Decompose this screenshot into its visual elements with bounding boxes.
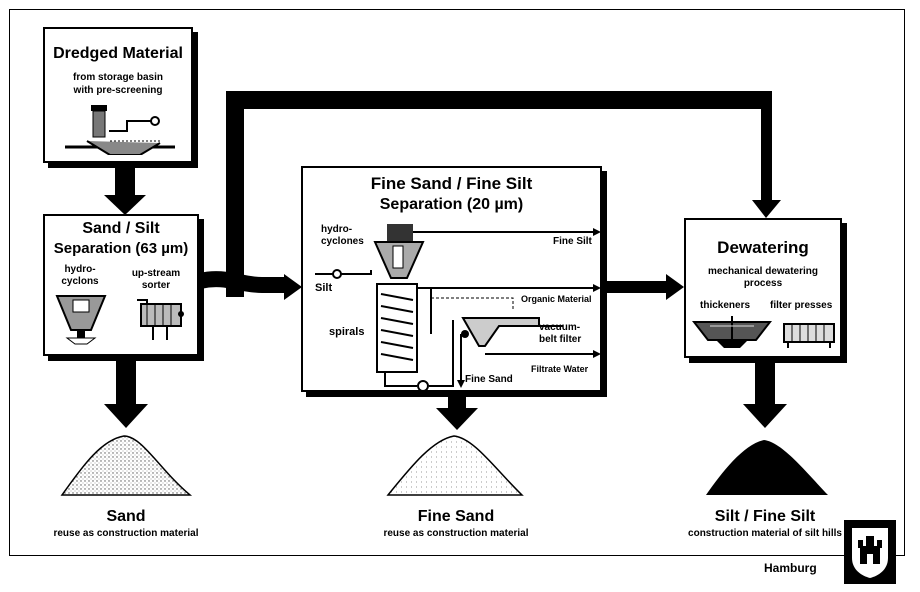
arrow-bypass-horizontal bbox=[226, 91, 772, 109]
thickeners-label: thickeners bbox=[700, 300, 751, 311]
upstream-sorter-label-2: sorter bbox=[141, 280, 171, 291]
arrowhead-down-silt bbox=[743, 404, 787, 428]
vacuum-belt-filter-label-2: belt filter bbox=[539, 334, 582, 345]
arrowhead-dredged-to-sandsilt bbox=[104, 195, 146, 215]
arrow-down-finesand bbox=[448, 393, 466, 411]
fine-sand-output-title: Fine Sand bbox=[417, 508, 495, 525]
diagram-frame bbox=[9, 9, 905, 556]
dredged-title: Dredged Material bbox=[53, 45, 183, 62]
fine-hydro-label-1: hydro- bbox=[321, 224, 353, 235]
arrowhead-down-finesand bbox=[436, 408, 478, 430]
hamburg-label: Hamburg bbox=[764, 561, 817, 575]
arrowhead-finesep-to-dewatering bbox=[666, 274, 684, 300]
thickener-icon bbox=[692, 316, 772, 348]
sand-output-sub: reuse as construction material bbox=[53, 528, 199, 539]
dredged-subtitle-2: with pre-screening bbox=[73, 85, 163, 96]
fine-sand-output-sub: reuse as construction material bbox=[383, 528, 529, 539]
hydrocyclons-label-1: hydro- bbox=[64, 264, 96, 275]
dewatering-box: Dewatering mechanical dewatering process… bbox=[684, 218, 842, 358]
sand-silt-title-1: Sand / Silt bbox=[82, 220, 160, 237]
dewatering-sub-2: process bbox=[743, 278, 783, 289]
hamburg-coat-of-arms-icon bbox=[844, 520, 896, 584]
silt-inlet-label: Silt bbox=[315, 282, 333, 294]
silt-output-sub: construction material of silt hills bbox=[688, 528, 842, 539]
organic-material-label: Organic Material bbox=[521, 294, 592, 304]
filtrate-water-label: Filtrate Water bbox=[531, 364, 589, 374]
fine-sand-pile bbox=[386, 435, 524, 496]
dredged-material-box: Dredged Material from storage basin with… bbox=[43, 27, 193, 163]
arrowhead-sandsilt-to-finesep bbox=[284, 274, 302, 300]
fine-silt-output-label: Fine Silt bbox=[553, 236, 592, 247]
arrow-finesep-to-dewatering bbox=[605, 281, 669, 293]
fine-sep-title-2: Separation (20 µm) bbox=[379, 196, 524, 213]
arrow-dredged-to-sandsilt bbox=[115, 166, 135, 196]
fine-hydro-label-2: cyclones bbox=[321, 236, 364, 247]
vacuum-belt-filter-label-1: vacuum- bbox=[539, 322, 581, 333]
silt-output-title: Silt / Fine Silt bbox=[714, 508, 816, 525]
silt-pile bbox=[706, 440, 828, 495]
sand-silt-separation-box: Sand / Silt Separation (63 µm) hydro- cy… bbox=[43, 214, 199, 356]
upstream-sorter-icon bbox=[137, 299, 184, 340]
arrowhead-down-sand bbox=[104, 404, 148, 428]
prescreening-machine-icon bbox=[65, 105, 175, 155]
arrow-bypass-down bbox=[761, 91, 772, 204]
arrow-bypass-vertical bbox=[226, 91, 244, 297]
arrowhead-bypass-down bbox=[752, 200, 781, 218]
fine-sep-title-1: Fine Sand / Fine Silt bbox=[370, 174, 533, 193]
sand-silt-title-2: Separation (63 µm) bbox=[53, 240, 189, 257]
dredged-subtitle-1: from storage basin bbox=[72, 72, 164, 83]
upstream-sorter-label-1: up-stream bbox=[131, 268, 181, 279]
hydrocyclons-label-2: cyclons bbox=[61, 276, 99, 287]
sand-pile bbox=[60, 435, 193, 496]
fine-separation-process-icon bbox=[315, 224, 601, 390]
arrow-sandsilt-to-finesep bbox=[198, 271, 286, 293]
dewatering-sub-1: mechanical dewatering bbox=[707, 266, 819, 277]
fine-separation-box: Fine Sand / Fine Silt Separation (20 µm)… bbox=[301, 166, 602, 392]
hydrocyclone-icon bbox=[55, 295, 107, 345]
arrow-down-silt bbox=[755, 360, 775, 406]
spirals-label: spirals bbox=[329, 326, 365, 338]
fine-sand-output-label: Fine Sand bbox=[465, 374, 513, 385]
filter-press-icon bbox=[783, 323, 835, 348]
dewatering-title: Dewatering bbox=[717, 238, 809, 257]
filter-presses-label: filter presses bbox=[770, 300, 833, 311]
arrow-down-sand bbox=[116, 358, 136, 406]
sand-output-title: Sand bbox=[106, 508, 146, 525]
